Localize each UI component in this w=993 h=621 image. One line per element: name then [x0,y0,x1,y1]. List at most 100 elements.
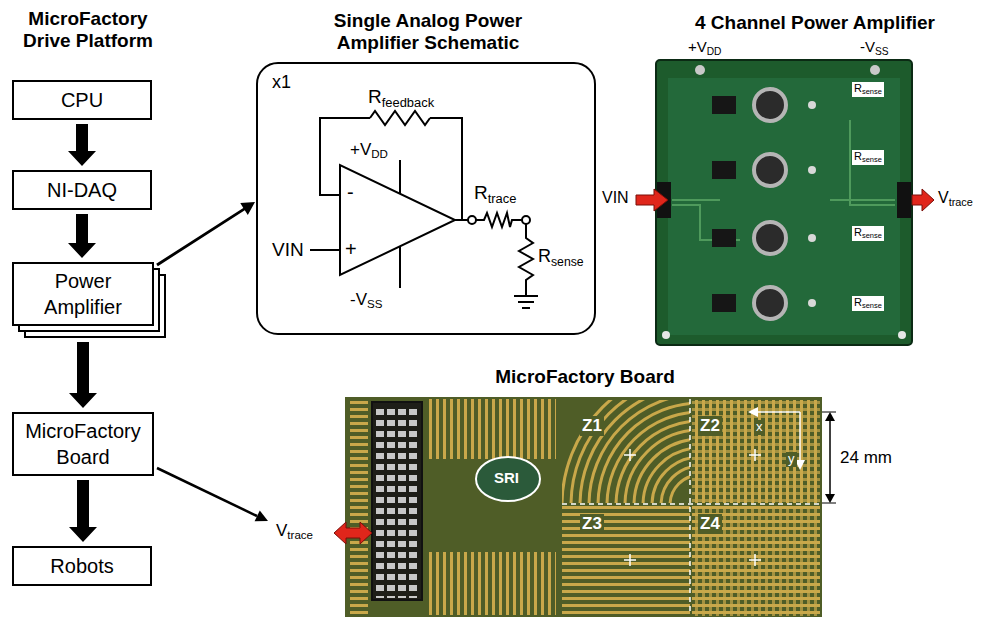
pcb-photo [656,60,912,345]
pcb-component [754,287,786,319]
box-text: CPU [61,87,103,113]
zone-lines [692,506,820,616]
pcb-pad [808,101,816,109]
signal-label-group: Vtrace [938,189,973,209]
part-label: R [854,82,862,94]
input-sign: - [347,181,354,203]
supply-label: +V [688,38,707,55]
ground-symbol [514,295,538,297]
panel-title: MicroFactory Board [495,366,674,388]
supply-wire [399,160,401,194]
zone-label-group: Z3 [580,514,604,534]
supply-label-group: -VSS [350,290,382,312]
resistor-symbol [370,111,430,125]
subscript-text: trace [488,191,517,206]
part-label-group: Rsense [852,226,884,241]
signal-arrow [912,189,934,211]
zone-grid [692,400,820,503]
input-sign-group: - [347,181,354,204]
process-box: Robots [12,546,152,586]
pcb-header [897,182,911,218]
pcb-chip [712,294,736,312]
board-traces [428,399,556,459]
mounting-hole [898,331,906,339]
signal-label: V [276,521,287,540]
subscript-text: SS [875,46,889,57]
platform-title: MicroFactory Drive Platform [23,8,153,51]
pcb-terminal [695,65,705,75]
logo-badge [476,457,540,501]
microfactory-board-photo [345,367,838,621]
box-text: MicroFactory Board [20,418,146,470]
process-box: NI-DAQ [12,170,152,210]
supply-label: +V [350,140,371,159]
flow-arrow [69,480,97,542]
pcb-pad [808,166,816,174]
signal-label-group: Vtrace [276,521,313,543]
panel-title: 4 Channel Power Amplifier [695,12,935,34]
pcb-chip [712,96,736,114]
resistor-label-group: Rfeedback [368,86,434,111]
signal-label-group: VIN [272,239,304,261]
panel-title: Single Analog Power Amplifier Schematic [298,10,558,54]
terminal-dot [468,216,476,224]
pcb-terminal [870,65,880,75]
multiplier-label: x1 [272,72,291,93]
terminal-dot [522,216,530,224]
axis-arrowhead [795,460,805,470]
signal-arrow [636,189,668,211]
dimension-label-group: 24 mm [838,448,894,468]
op-amp-symbol [340,165,455,275]
supply-label: -V [860,38,875,55]
part-label: R [854,296,862,308]
part-label-group: Rsense [852,296,884,311]
dimension-arrowhead [825,494,835,503]
pcb-component [754,154,786,186]
resistor-symbol [476,213,522,227]
resistor-label-group: Rtrace [474,182,516,207]
zone-label: Z4 [700,514,720,533]
op-amp-schematic [310,111,538,308]
axis-label: x [756,419,763,434]
subscript-text: feedback [382,95,434,110]
box-text: Power Amplifier [20,268,146,320]
subscript-text: sense [862,301,882,310]
pcb-trace [672,120,895,240]
signal-label-group: VIN [602,189,629,207]
subscript-text: trace [949,196,973,208]
box-text: Robots [50,553,113,579]
dimension-label: 24 mm [840,448,892,467]
board-photo [345,397,822,617]
subscript-text: sense [551,255,584,269]
subscript-text: DD [371,148,388,160]
subscript-text: DD [707,46,722,57]
zone-label: Z2 [700,416,720,435]
resistor-symbol [519,224,533,296]
pcb-component [754,222,786,254]
mounting-hole [662,331,670,339]
flow-arrow [68,124,96,166]
board-connector [372,402,422,600]
signal-arrow [334,522,372,544]
stacked-process-box: Power Amplifier [12,262,154,326]
leader-line [157,468,257,516]
flow-arrow [68,214,96,258]
zone-divider [689,399,691,615]
pcb-chip [712,161,736,179]
zone-fan-traces [562,400,690,503]
input-sign: + [345,238,357,260]
connector-pins [374,404,420,598]
supply-label-group: +VDD [350,140,388,162]
ground-symbol [518,301,534,303]
resistor-label: R [538,246,551,266]
board-traces [428,552,556,615]
wire [455,219,468,221]
dimension-tick [822,412,836,413]
callout-arrow [156,202,255,266]
platform-title-group: MicroFactory Drive Platform [8,8,168,52]
resistor-label-group: Rsense [538,246,584,269]
part-label-group: Rsense [852,150,884,165]
axis-line [758,411,800,413]
signal-label: V [938,189,949,206]
